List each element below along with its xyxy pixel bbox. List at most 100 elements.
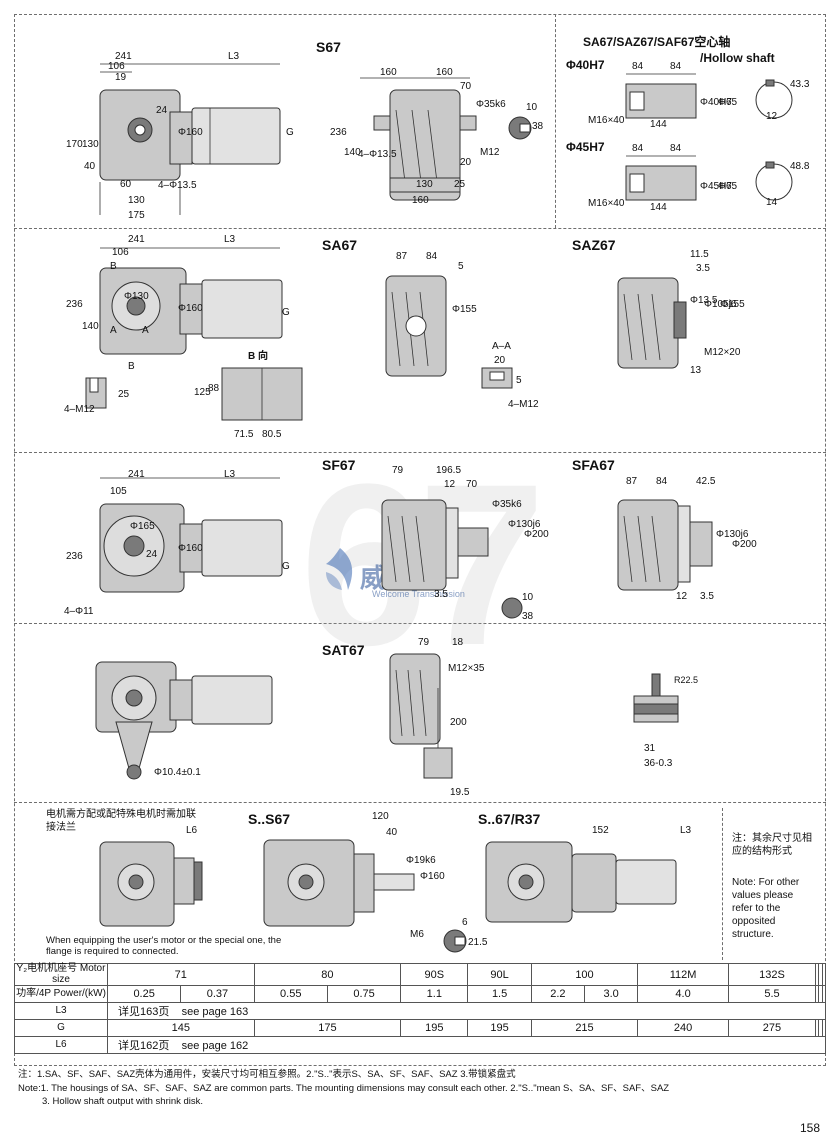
section-divider bbox=[14, 802, 826, 803]
dim-label: 24 bbox=[146, 549, 158, 560]
dim-label: 160 bbox=[380, 67, 397, 78]
dim-label: 20 bbox=[460, 157, 472, 168]
dim-label: 88 bbox=[208, 383, 220, 394]
dim-label: 5 bbox=[516, 375, 522, 386]
sa67-section-detail-drawing bbox=[478, 364, 518, 394]
side-note-en: Note: For other values please refer to t… bbox=[732, 877, 800, 940]
dim-label: L3 bbox=[228, 51, 240, 62]
dim-label: Φ35k6 bbox=[492, 499, 522, 510]
dim-label: G bbox=[286, 127, 294, 138]
sf67-title: SF67 bbox=[322, 457, 356, 473]
dim-label: 125 bbox=[194, 387, 211, 398]
l6-page-ref-en: see page 162 bbox=[181, 1040, 249, 1052]
table-cell: 80 bbox=[253, 963, 402, 986]
row-header-g: G bbox=[14, 1019, 108, 1037]
section-aa-label: A–A bbox=[492, 341, 511, 352]
saz67-title: SAZ67 bbox=[572, 237, 616, 253]
table-cell: 112M bbox=[637, 963, 729, 986]
dim-label: 10 bbox=[522, 592, 534, 603]
dim-label: L3 bbox=[224, 234, 236, 245]
table-cell: 4.0 bbox=[637, 985, 729, 1003]
motor-flange-note-en: When equipping the user's motor or the s… bbox=[46, 935, 282, 957]
l3-page-ref-cn: 详见163页 bbox=[118, 1006, 170, 1018]
dim-label: 84 bbox=[670, 143, 682, 154]
b-view-label: B 向 bbox=[248, 351, 268, 362]
dim-label: 4–Φ11 bbox=[64, 606, 94, 617]
section-divider bbox=[14, 623, 826, 624]
dim-label: 106 bbox=[108, 61, 125, 72]
dim-label: 60 bbox=[120, 179, 132, 190]
dim-label: 38 bbox=[522, 611, 534, 622]
dim-label: 84 bbox=[426, 251, 438, 262]
dim-label: 19.5 bbox=[450, 787, 470, 798]
l3-page-ref-en: see page 163 bbox=[181, 1006, 249, 1018]
sfa67-title: SFA67 bbox=[572, 457, 615, 473]
sat67-front-view-drawing bbox=[386, 648, 486, 788]
table-cell: 0.55 bbox=[253, 985, 328, 1003]
saz67-front-view-drawing bbox=[612, 272, 692, 372]
dim-label: 25 bbox=[454, 179, 466, 190]
sa67-title: SA67 bbox=[322, 237, 358, 253]
dim-label: 12 bbox=[676, 591, 688, 602]
dim-label: Φ13.5 bbox=[690, 295, 718, 306]
dim-label: 20 bbox=[494, 355, 506, 366]
footnote-cn: 注：1.SA、SF、SAF、SAZ壳体为通用件，安装尺寸均可相互参照。2."S.… bbox=[18, 1069, 516, 1080]
row-header-l3: L3 bbox=[14, 1002, 108, 1020]
dim-label: 43.3 bbox=[790, 79, 810, 90]
dim-label: M16×40 bbox=[588, 115, 625, 126]
dim-label: 70 bbox=[466, 479, 478, 490]
table-cell bbox=[821, 1019, 827, 1037]
dim-label: Φ155 bbox=[452, 304, 477, 315]
footnote-en-1: Note:1. The housings of SA、SF、SAF、SAZ ar… bbox=[18, 1083, 670, 1094]
hollow-shaft-subtitle: /Hollow shaft bbox=[700, 51, 775, 65]
dim-label: 21.5 bbox=[468, 937, 488, 948]
dim-label: 140 bbox=[344, 147, 361, 158]
dim-label: 175 bbox=[128, 210, 145, 221]
row-header-power: 功率/4P Power/(kW) bbox=[14, 985, 108, 1003]
dim-label: 6 bbox=[462, 917, 468, 928]
dim-label: 120 bbox=[372, 811, 389, 822]
s67-side-view-drawing bbox=[70, 50, 310, 220]
dim-label: Φ65 bbox=[718, 181, 738, 192]
table-row: L3 详见163页 see page 163 bbox=[14, 1002, 826, 1020]
section-divider bbox=[14, 228, 826, 229]
dim-label: 241 bbox=[128, 469, 145, 480]
table-row: L6 详见162页 see page 162 bbox=[14, 1036, 826, 1054]
dim-label: M12×20 bbox=[704, 347, 741, 358]
dim-label: Φ160 bbox=[178, 543, 203, 554]
dim-label: 10 bbox=[526, 102, 538, 113]
dim-label: 144 bbox=[650, 202, 667, 213]
sat67-side-view-drawing bbox=[90, 652, 290, 782]
dim-label: 87 bbox=[626, 476, 638, 487]
table-cell: 240 bbox=[637, 1019, 729, 1037]
table-cell: 详见163页 see page 163 bbox=[107, 1002, 826, 1020]
dim-label: B bbox=[110, 261, 117, 272]
dim-label: 105 bbox=[110, 486, 127, 497]
dim-label: Φ160 bbox=[178, 303, 203, 314]
dim-label: 71.5 bbox=[234, 429, 254, 440]
dim-label: Φ10.4±0.1 bbox=[154, 767, 201, 778]
dim-label: 236 bbox=[330, 127, 347, 138]
motor-flange-drawing bbox=[96, 836, 216, 936]
dim-label: 140 bbox=[82, 321, 99, 332]
dim-label: A bbox=[110, 325, 117, 336]
dim-label: Φ130j6 bbox=[716, 529, 749, 540]
sa67-front-view-drawing bbox=[380, 262, 460, 382]
dim-label: Φ105j6 bbox=[704, 299, 737, 310]
table-cell: 1.5 bbox=[467, 985, 532, 1003]
table-cell: 145 bbox=[107, 1019, 255, 1037]
dim-label: Φ200 bbox=[732, 539, 757, 550]
dim-label: 236 bbox=[66, 551, 83, 562]
column-divider bbox=[555, 14, 556, 228]
dim-label: M16×40 bbox=[588, 198, 625, 209]
s67-title: S67 bbox=[316, 39, 341, 55]
table-cell: 195 bbox=[467, 1019, 532, 1037]
dim-label: 25 bbox=[118, 389, 130, 400]
sa67-bottom-view-drawing bbox=[212, 364, 312, 424]
dim-label: 152 bbox=[592, 825, 609, 836]
hollow-shaft-d40-drawing bbox=[616, 70, 796, 130]
dim-label: 13 bbox=[690, 365, 702, 376]
row-header-motor-size: Y₂电机机座号 Motor size bbox=[14, 963, 108, 986]
dim-label: B bbox=[128, 361, 135, 372]
dim-label: 79 bbox=[418, 637, 430, 648]
